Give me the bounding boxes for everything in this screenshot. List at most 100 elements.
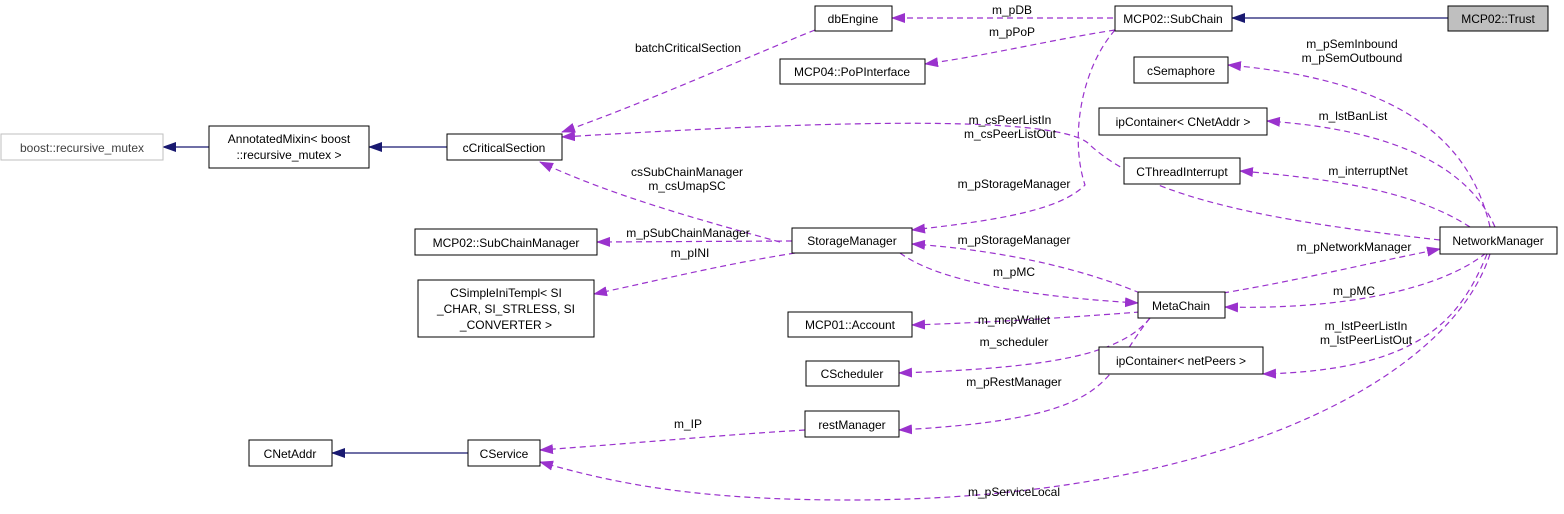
label-line: m_pPoP: [989, 25, 1035, 39]
label-m-pstoragemanager-sub: m_pStorageManager: [958, 177, 1071, 191]
node-label: ipContainer< CNetAddr >: [1116, 115, 1251, 129]
node-mcp01-account[interactable]: MCP01::Account: [787, 311, 913, 338]
node-ccriticalsection[interactable]: cCriticalSection: [446, 133, 563, 161]
edge-storagemanager-subchainmanager: [596, 236, 793, 247]
label-m-pini: m_pINI: [671, 246, 710, 260]
label-m-pservicelocal: m_pServiceLocal: [968, 485, 1060, 499]
node-ipcontainer-cnetaddr[interactable]: ipContainer< CNetAddr >: [1098, 107, 1268, 136]
node-label: ::recursive_mutex >: [236, 148, 341, 162]
edge-storagemanager-metachain: [899, 252, 1139, 308]
label-m-pstoragemanager-meta: m_pStorageManager: [958, 233, 1071, 247]
edge-subchain-storagemanager: [911, 29, 1116, 234]
label-line: m_lstPeerListIn: [1325, 319, 1408, 333]
label-m-lstbanlist: m_lstBanList: [1319, 109, 1388, 123]
node-label: MCP02::Trust: [1461, 12, 1535, 26]
label-batch-critical-section: batchCriticalSection: [635, 41, 741, 55]
label-line: m_pMC: [993, 265, 1035, 279]
label-line: m_pStorageManager: [958, 177, 1071, 191]
label-m-interruptnet: m_interruptNet: [1328, 164, 1408, 178]
node-csimpleinitempl[interactable]: CSimpleIniTempl< SI _CHAR, SI_STRLESS, SI…: [417, 279, 595, 338]
edge-networkmanager-metachain: [1224, 252, 1487, 313]
node-cscheduler[interactable]: CScheduler: [805, 360, 900, 387]
node-csemaphore[interactable]: cSemaphore: [1133, 56, 1229, 84]
svg-text:CThreadInterrupt: CThreadInterrupt: [1136, 165, 1228, 179]
svg-text:dbEngine: dbEngine: [828, 12, 879, 26]
node-annotatedmixin[interactable]: AnnotatedMixin< boost::recursive_mutex >: [208, 125, 370, 169]
edge-networkmanager-csemaphore: [1227, 61, 1491, 228]
edge-networkmanager-cservice: [539, 253, 1491, 501]
svg-text:MCP04::PoPInterface: MCP04::PoPInterface: [794, 65, 910, 79]
edge-networkmanager-ccriticalsection: [561, 122, 1441, 241]
svg-text:cCriticalSection: cCriticalSection: [463, 141, 546, 155]
label-line: m_csPeerListIn: [969, 113, 1052, 127]
node-mcp02-trust[interactable]: MCP02::Trust: [1447, 5, 1549, 32]
node-boost-recursive-mutex[interactable]: boost::recursive_mutex: [0, 133, 164, 161]
label-line: m_pServiceLocal: [968, 485, 1060, 499]
svg-text:NetworkManager: NetworkManager: [1452, 234, 1543, 248]
node-mcp02-subchainmanager[interactable]: MCP02::SubChainManager: [414, 228, 598, 256]
svg-text:CService: CService: [480, 447, 529, 461]
edge-networkmanager-ipcontainer-netpeers: [1262, 253, 1488, 379]
label-line: m_pDB: [992, 3, 1032, 17]
node-label: CThreadInterrupt: [1136, 165, 1228, 179]
node-label: MCP02::SubChain: [1123, 12, 1222, 26]
edge-metachain-networkmanager: [1222, 246, 1441, 294]
node-label: MCP01::Account: [805, 318, 896, 332]
node-label: cSemaphore: [1147, 64, 1215, 78]
label-line: batchCriticalSection: [635, 41, 741, 55]
label-line: m_pNetworkManager: [1297, 240, 1412, 254]
node-label: restManager: [818, 418, 885, 432]
node-label: CSimpleIniTempl< SI: [450, 286, 562, 300]
node-label: cCriticalSection: [463, 141, 546, 155]
node-label: StorageManager: [807, 234, 896, 248]
node-label: CScheduler: [821, 367, 884, 381]
edge-storagemanager-csimpleini: [593, 252, 796, 297]
node-mcp02-subchain[interactable]: MCP02::SubChain: [1114, 5, 1233, 32]
node-dbengine[interactable]: dbEngine: [814, 5, 893, 32]
node-label: NetworkManager: [1452, 234, 1543, 248]
node-mcp04-popinterface[interactable]: MCP04::PoPInterface: [779, 58, 926, 85]
svg-text:MCP02::SubChainManager: MCP02::SubChainManager: [433, 236, 580, 250]
svg-text:MCP02::SubChain: MCP02::SubChain: [1123, 12, 1222, 26]
label-line: m_interruptNet: [1328, 164, 1408, 178]
node-storagemanager[interactable]: StorageManager: [791, 227, 913, 254]
node-label: dbEngine: [828, 12, 879, 26]
label-line: m_mcpWallet: [978, 313, 1051, 327]
node-label: boost::recursive_mutex: [20, 141, 144, 155]
label-line: csSubChainManager: [631, 165, 743, 179]
node-networkmanager[interactable]: NetworkManager: [1439, 226, 1558, 255]
svg-text:ipContainer< CNetAddr >: ipContainer< CNetAddr >: [1116, 115, 1251, 129]
node-cthreadinterrupt[interactable]: CThreadInterrupt: [1123, 157, 1241, 185]
label-m-pnetworkmanager: m_pNetworkManager: [1297, 240, 1412, 254]
label-m-mcpwallet: m_mcpWallet: [978, 313, 1051, 327]
edge-networkmanager-ipcontainer-cnetaddr: [1266, 116, 1496, 228]
node-metachain[interactable]: MetaChain: [1137, 291, 1226, 319]
node-cnetaddr[interactable]: CNetAddr: [248, 439, 333, 467]
node-cservice[interactable]: CService: [467, 439, 541, 467]
label-m-scheduler: m_scheduler: [980, 335, 1049, 349]
svg-text:restManager: restManager: [818, 418, 885, 432]
label-m-pmc-storage: m_pMC: [993, 265, 1035, 279]
edge-networkmanager-cthreadinterrupt: [1239, 167, 1471, 228]
node-label: _CONVERTER >: [459, 318, 552, 332]
edge-storagemanager-ccriticalsection: [539, 161, 781, 243]
svg-text:AnnotatedMixin< boost::recursi: AnnotatedMixin< boost::recursive_mutex >: [228, 132, 351, 162]
node-restmanager[interactable]: restManager: [804, 410, 900, 438]
label-m-pdb: m_pDB: [992, 3, 1032, 17]
label-line: m_pSemInbound: [1306, 37, 1397, 51]
svg-text:MetaChain: MetaChain: [1152, 299, 1210, 313]
node-label: CNetAddr: [264, 447, 317, 461]
node-label: MetaChain: [1152, 299, 1210, 313]
node-ipcontainer-netpeers[interactable]: ipContainer< netPeers >: [1098, 346, 1264, 375]
svg-text:MCP02::Trust: MCP02::Trust: [1461, 12, 1535, 26]
edges: [162, 13, 1496, 501]
edge-metachain-account: [911, 311, 1141, 330]
label-m-ppop: m_pPoP: [989, 25, 1035, 39]
node-label: CService: [480, 447, 529, 461]
node-label: _CHAR, SI_STRLESS, SI: [436, 302, 575, 316]
